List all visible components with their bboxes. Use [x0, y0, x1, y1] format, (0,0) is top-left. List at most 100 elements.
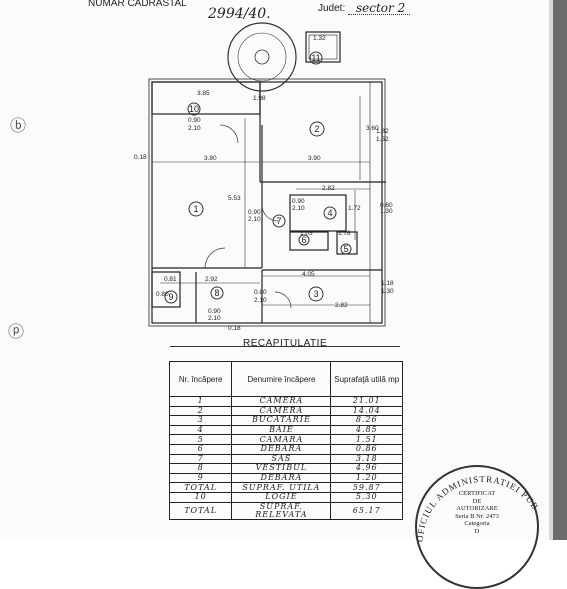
- dim-label: 0.90: [248, 209, 261, 216]
- cell-number: 10: [168, 491, 233, 503]
- cell-name: LOGIE: [231, 491, 332, 503]
- dim-label: 2.10: [248, 216, 261, 223]
- room-number: 7: [276, 216, 281, 226]
- cell-name: VESTIBUL: [231, 463, 332, 474]
- cell-number: 5: [168, 434, 233, 445]
- recap-divider: [170, 346, 400, 347]
- cadastral-label: NUMAR CADRASTAL: [88, 0, 187, 9]
- cell-area: 0.86: [330, 443, 403, 455]
- stamp-line: D: [474, 527, 480, 535]
- dim-label: 3.80: [204, 155, 217, 162]
- cell-area: 4.85: [330, 424, 403, 436]
- scanned-page: NUMAR CADRASTAL 2994/40. Judet: sector 2: [8, 0, 567, 589]
- stamp-line: CERTIFICAT: [458, 490, 496, 497]
- dim-label: 1.18: [381, 280, 394, 287]
- dim-label: 3.85: [197, 90, 210, 97]
- cell-number: 3: [168, 415, 233, 426]
- dim-label: 2.10: [208, 315, 221, 322]
- cell-number: 2: [168, 405, 233, 417]
- stamp-ring-text: OFICIUL ADMINISTRATIEI PUB: [415, 474, 540, 542]
- dim-label: 1.82: [376, 128, 389, 135]
- cell-name: CAMARA: [231, 434, 332, 445]
- room-number: 10: [189, 104, 199, 114]
- cell-name: SAS: [231, 453, 332, 465]
- dim-label: 0.90: [208, 308, 221, 315]
- dim-label: 0.18: [134, 154, 147, 161]
- dim-label: 2.10: [292, 205, 305, 212]
- cell-number: 7: [168, 453, 233, 465]
- room-number: 3: [313, 289, 318, 299]
- recap-title: RECAPITULATIE: [243, 338, 328, 349]
- judet-label: Judet:: [318, 3, 346, 14]
- judet-underline: [348, 14, 410, 15]
- dim-label: 1.30: [380, 208, 393, 215]
- room-number: 8: [214, 288, 219, 298]
- judet-value: sector 2: [356, 1, 406, 15]
- cell-name: BAIE: [231, 424, 332, 436]
- cell-area: 8.26: [330, 415, 403, 426]
- dim-label: 0.60: [380, 202, 393, 209]
- dim-label: 1.72: [348, 205, 361, 212]
- dim-label: 4.05: [302, 271, 315, 278]
- cell-name: CAMERA: [231, 405, 332, 417]
- dim-label: 1.30: [381, 288, 394, 295]
- stamp-line: DE: [472, 497, 482, 505]
- scan-edge-highlight: [549, 0, 553, 540]
- cell-number: TOTAL: [168, 501, 233, 520]
- dim-label: 0.80: [254, 289, 267, 296]
- stamp-content: CERTIFICAT DE AUTORIZARE Seria B Nr. 247…: [433, 490, 521, 535]
- cell-area: 1.20: [330, 472, 403, 484]
- dim-label: 3.60: [366, 125, 379, 132]
- dim-label: 2.82: [322, 185, 335, 192]
- dim-label: 2.10: [254, 297, 267, 304]
- cell-number: 8: [168, 463, 233, 474]
- cell-name: BUCATARIE: [231, 415, 332, 426]
- room-number: 2: [314, 124, 319, 134]
- scan-edge-shadow: [553, 0, 567, 540]
- room-number: 5: [343, 244, 348, 254]
- room-number: 11: [311, 53, 320, 63]
- cell-name: CAMERA: [231, 396, 332, 407]
- cell-area: 14.04: [330, 405, 403, 417]
- dim-label: 3.90: [308, 155, 321, 162]
- cell-name: DEBARA: [231, 472, 332, 484]
- cell-name: SUPRAF. UTILA: [231, 482, 332, 493]
- dim-label: 0.90: [292, 198, 305, 205]
- cell-area: 5.30: [330, 491, 403, 503]
- table-header-row: Nr. încăpere Denumire încăpere Suprafaţă…: [168, 361, 403, 397]
- margin-mark: ⓟ: [8, 322, 25, 341]
- cell-area: 4.96: [330, 463, 403, 474]
- dim-label: 5.53: [228, 195, 241, 202]
- dim-label: 0.80: [156, 291, 169, 298]
- dim-label: 2.10: [188, 125, 201, 132]
- dim-label: 1.03: [300, 230, 313, 237]
- cell-number: 9: [168, 472, 233, 484]
- dim-label: 0.18: [228, 325, 241, 332]
- dim-label: 1.32: [313, 35, 326, 42]
- cell-area: 65.17: [330, 501, 403, 520]
- cell-number: 1: [168, 396, 233, 407]
- cell-name: DEBARA: [231, 443, 332, 455]
- room-number: 1: [193, 204, 198, 214]
- cell-area: 1.51: [330, 434, 403, 445]
- dim-label: 1.78: [338, 230, 351, 237]
- col-header: Suprafaţă utilă mp: [330, 361, 403, 397]
- dim-label: 2.82: [335, 302, 348, 309]
- dim-label: 1.98: [253, 95, 266, 102]
- recap-table: Nr. încăpere Denumire încăpere Suprafaţă…: [168, 361, 403, 520]
- stamp-line: Seria B Nr. 2473: [455, 512, 499, 520]
- room-number: 9: [168, 292, 173, 302]
- cell-name: SUPRAF. RELEVATA: [231, 501, 332, 520]
- dim-label: 1.52: [376, 136, 389, 143]
- room-number: 4: [327, 208, 332, 218]
